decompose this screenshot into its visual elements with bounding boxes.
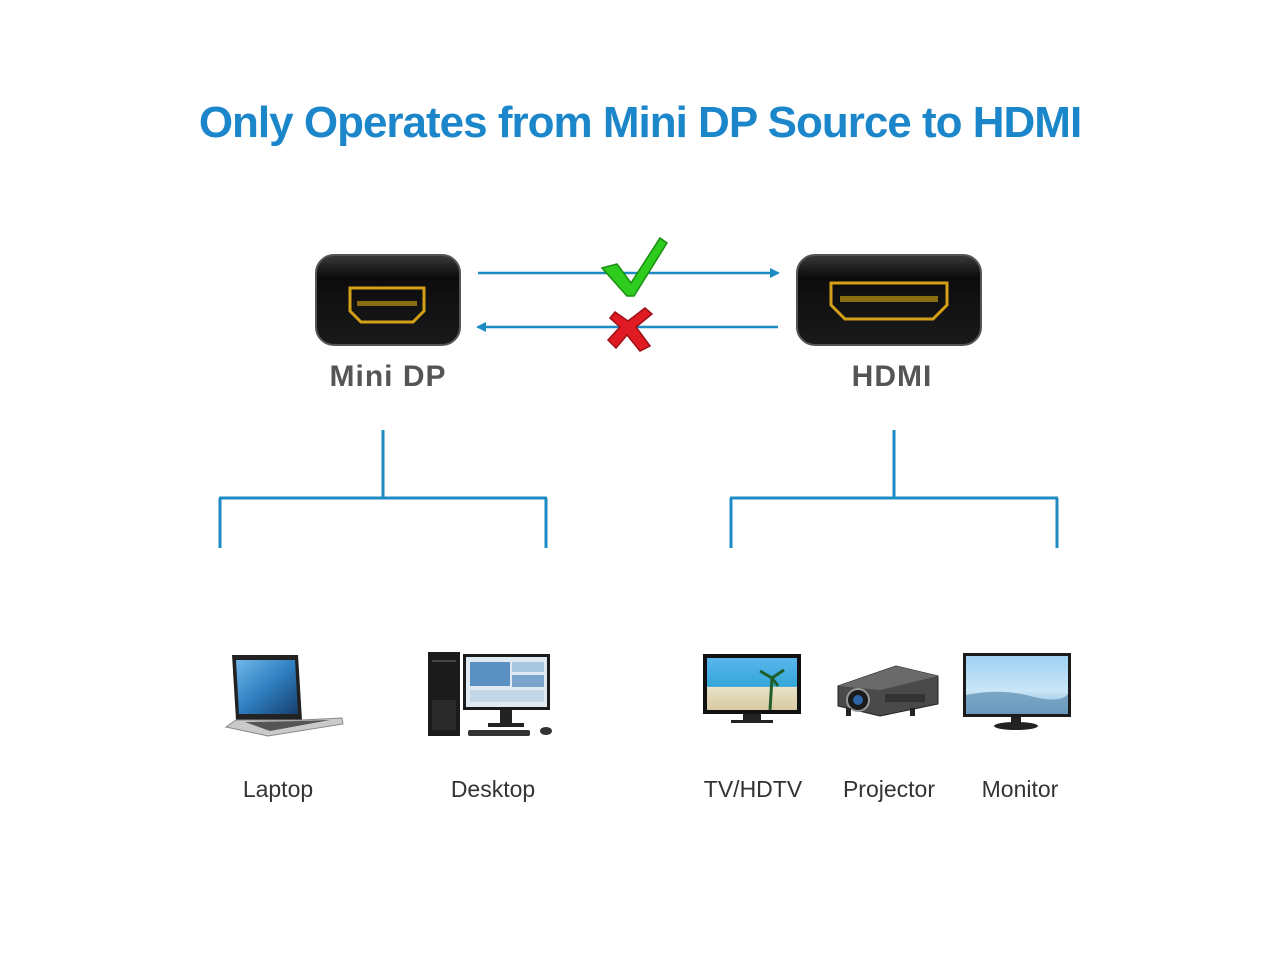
page-title: Only Operates from Mini DP Source to HDM…	[198, 98, 1082, 147]
monitor-icon	[963, 653, 1071, 730]
hdmi-port-icon	[796, 254, 982, 346]
desktop-label: Desktop	[450, 776, 536, 802]
projector-icon	[837, 665, 939, 717]
laptop-label: Laptop	[242, 776, 314, 802]
hdmi-label: HDMI	[851, 360, 933, 393]
tv-label: TV/HDTV	[703, 776, 803, 802]
monitor-label: Monitor	[981, 776, 1059, 802]
check-icon	[600, 236, 669, 297]
cross-icon	[606, 307, 654, 352]
tv-icon	[703, 654, 801, 723]
mini-dp-label: Mini DP	[329, 360, 447, 393]
mini-dp-port-icon	[315, 254, 461, 346]
laptop-icon	[224, 655, 344, 737]
desktop-icon	[428, 652, 552, 736]
target-device-tree	[729, 430, 1059, 548]
projector-label: Projector	[842, 776, 936, 802]
source-device-tree	[218, 430, 548, 548]
